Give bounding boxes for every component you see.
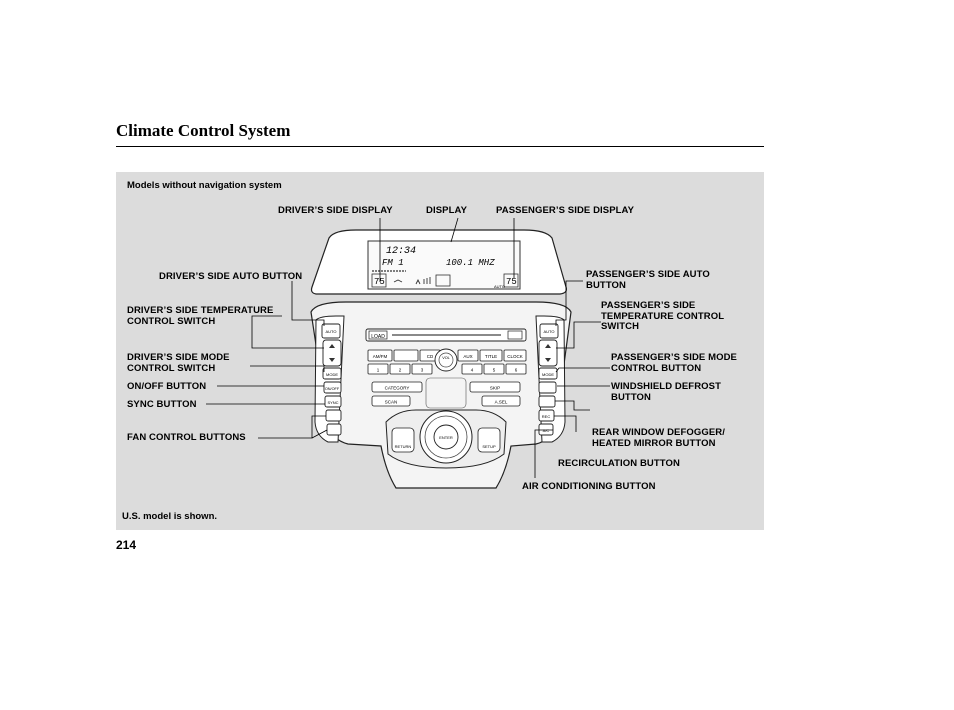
- label-drivers-side-display: DRIVER’S SIDE DISPLAY: [278, 205, 393, 216]
- title-rule: [116, 146, 764, 147]
- svg-text:1: 1: [377, 368, 380, 373]
- svg-text:CLOCK: CLOCK: [507, 354, 523, 359]
- drivers-temp-switch: [322, 339, 342, 367]
- fan-up-button: [326, 423, 342, 436]
- mode-indicator-box: [435, 274, 451, 287]
- skip-button: [469, 381, 521, 393]
- label-windshield-defrost-button: WINDSHIELD DEFROST BUTTON: [611, 381, 721, 403]
- load-button: [368, 330, 388, 340]
- svg-text:LOAD: LOAD: [371, 334, 385, 340]
- asel-button: [481, 395, 521, 407]
- drivers-auto-button: [321, 323, 341, 339]
- label-display: DISPLAY: [426, 205, 468, 216]
- label-passengers-side-display: PASSENGER’S SIDE DISPLAY: [496, 205, 635, 216]
- svg-text:CD: CD: [427, 354, 434, 359]
- right-temp-box: [503, 273, 519, 288]
- label-sync-button: SYNC BUTTON: [127, 399, 197, 410]
- title-button: [479, 349, 503, 362]
- drivers-mode-switch: [322, 367, 342, 380]
- svg-text:3: 3: [421, 368, 424, 373]
- label-recirculation-button: RECIRCULATION BUTTON: [558, 458, 680, 469]
- svg-text:TITLE: TITLE: [485, 354, 497, 359]
- svg-text:A.SEL: A.SEL: [495, 400, 508, 405]
- svg-text:REC: REC: [542, 414, 551, 419]
- screen-band: FM 1: [382, 258, 404, 268]
- svg-text:ON/OFF: ON/OFF: [325, 387, 340, 391]
- svg-text:5: 5: [493, 368, 496, 373]
- svg-text:AM/FM: AM/FM: [373, 354, 388, 359]
- screen-right-temp: 75: [506, 277, 517, 287]
- am-fm-button: [367, 349, 393, 362]
- sync-button: [324, 395, 342, 408]
- svg-text:SKIP: SKIP: [490, 386, 500, 391]
- passengers-mode-button: [538, 367, 558, 380]
- svg-text:2: 2: [399, 368, 402, 373]
- faceplate: [310, 301, 572, 489]
- label-passengers-side-temp-switch: PASSENGER’S SIDE TEMPERATURE CONTROL SWI…: [601, 300, 724, 332]
- label-drivers-side-temp-switch: DRIVER’S SIDE TEMPERATURE CONTROL SWITCH: [127, 305, 274, 327]
- return-button: [391, 427, 415, 453]
- volume-knob: [434, 348, 458, 372]
- eject-button: [507, 330, 523, 340]
- category-button: [371, 381, 423, 393]
- svg-text:SCAN: SCAN: [385, 400, 398, 405]
- xm-button: [393, 349, 419, 362]
- label-passengers-side-mode-button: PASSENGER’S SIDE MODE CONTROL BUTTON: [611, 352, 737, 374]
- screen-mode-text: AUTO: [494, 284, 505, 289]
- leader-lines: [206, 217, 610, 478]
- caption-models: Models without navigation system: [127, 180, 282, 191]
- svg-text:VOL: VOL: [442, 356, 450, 360]
- preset-buttons: 1 2 3 4 5 6: [367, 363, 527, 375]
- display-screen: [367, 240, 521, 290]
- label-on-off-button: ON/OFF BUTTON: [127, 381, 207, 392]
- page-title: Climate Control System: [116, 121, 291, 140]
- svg-text:A/C: A/C: [543, 428, 550, 433]
- label-drivers-side-auto-button: DRIVER’S SIDE AUTO BUTTON: [159, 271, 303, 282]
- recirculation-button: [538, 409, 555, 422]
- screen-left-temp: 75: [374, 277, 385, 287]
- svg-text:MODE: MODE: [326, 372, 338, 377]
- svg-text:SETUP: SETUP: [482, 444, 496, 449]
- svg-text:AUTO: AUTO: [325, 329, 336, 334]
- label-passengers-side-auto-button: PASSENGER’S SIDE AUTO BUTTON: [586, 269, 710, 291]
- clock-button: [503, 349, 527, 362]
- page-number: 214: [116, 538, 137, 552]
- passengers-temp-switch: [538, 339, 558, 367]
- enter-button: [433, 424, 459, 450]
- passengers-auto-button: [539, 323, 559, 339]
- svg-text:RETURN: RETURN: [395, 444, 412, 449]
- label-drivers-side-mode-switch: DRIVER’S SIDE MODE CONTROL SWITCH: [127, 352, 230, 374]
- svg-text:AUTO: AUTO: [543, 329, 554, 334]
- svg-text:MODE: MODE: [542, 372, 554, 377]
- setup-button: [477, 427, 501, 453]
- fan-down-button: [325, 409, 342, 422]
- climate-control-figure: 75 75 12:34 FM 1 100.1 MHZ AUTO AUTO MOD…: [116, 172, 764, 530]
- aux-button: [457, 349, 479, 362]
- svg-text:4: 4: [471, 368, 474, 373]
- label-rear-window-defogger-button: REAR WINDOW DEFOGGER/ HEATED MIRROR BUTT…: [592, 427, 725, 449]
- left-temp-box: [371, 273, 387, 288]
- rear-defogger-button: [538, 395, 556, 408]
- air-conditioning-button: [538, 423, 554, 436]
- svg-text:SYNC: SYNC: [327, 400, 338, 405]
- svg-text:6: 6: [515, 368, 518, 373]
- svg-text:CATEGORY: CATEGORY: [385, 386, 410, 391]
- label-air-conditioning-button: AIR CONDITIONING BUTTON: [522, 481, 656, 492]
- label-fan-control-buttons: FAN CONTROL BUTTONS: [127, 432, 246, 443]
- scan-button: [371, 395, 411, 407]
- windshield-defrost-button: [538, 381, 557, 394]
- screen-frequency: 100.1 MHZ: [446, 258, 495, 268]
- caption-us-model: U.S. model is shown.: [122, 511, 218, 522]
- svg-text:ENTER: ENTER: [439, 435, 453, 440]
- on-off-button: [323, 381, 342, 394]
- svg-text:AUX: AUX: [463, 354, 472, 359]
- screen-clock: 12:34: [386, 246, 416, 257]
- audio-climate-panel-drawing: 75 75 12:34 FM 1 100.1 MHZ AUTO AUTO MOD…: [206, 217, 610, 489]
